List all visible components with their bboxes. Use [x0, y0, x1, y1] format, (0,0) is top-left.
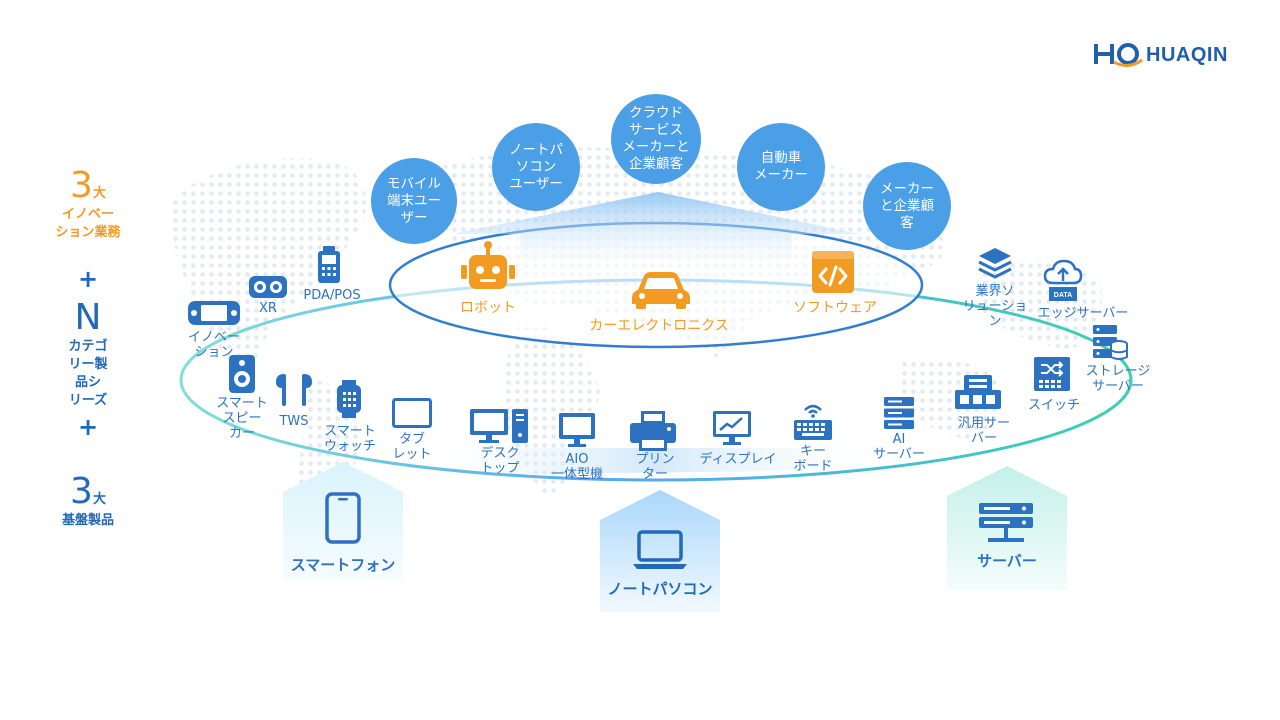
pos-terminal-icon [318, 246, 340, 283]
wireless-keyboard-icon [794, 404, 832, 440]
product-label-keyboard: キー ボード [793, 444, 833, 474]
network-switch-icon [1034, 357, 1070, 391]
base-label-server: サーバー [977, 552, 1037, 570]
plus-sign-2: + [77, 413, 99, 441]
ai-server-icon [884, 397, 914, 429]
category-summary: N カテゴ リー製 品シ リーズ [44, 298, 132, 410]
server-icon [979, 503, 1033, 542]
product-label-ai-server: AI サーバー [873, 432, 925, 462]
huaqin-logo-icon [1094, 43, 1143, 67]
smartwatch-icon [337, 380, 361, 418]
base-label-laptop: ノートパソコン [607, 580, 713, 598]
customer-bubble-enterprise: メーカー と企業顧 客 [863, 162, 951, 250]
laptop-icon [633, 530, 687, 569]
innovation-label: イノベー ション業務 [55, 207, 121, 240]
code-icon [812, 251, 854, 293]
product-label-desktop: デスク トップ [480, 446, 520, 476]
smartphone-icon [325, 492, 361, 544]
storage-server-icon [1093, 325, 1128, 360]
robot-icon [461, 241, 515, 289]
xr-headset-icon [249, 276, 287, 298]
brand-name: HUAQIN [1146, 44, 1228, 66]
base-count: 3 [70, 471, 93, 512]
display-monitor-icon [713, 411, 751, 445]
tablet-icon [392, 398, 432, 428]
house-laptop [600, 490, 720, 612]
category-letter: N [74, 297, 102, 338]
base-label-smartphone: スマートフォン [290, 556, 396, 574]
category-label: カテゴ リー製 品シ リーズ [68, 339, 108, 408]
product-label-switch: スイッチ [1027, 398, 1080, 413]
desktop-icon [470, 409, 528, 443]
tws-earbuds-icon [276, 374, 312, 406]
product-label-printer: プリン ター [635, 452, 675, 482]
innovation-label-car: カーエレクトロニクス [589, 318, 729, 334]
innovation-label-robot: ロボット [460, 300, 516, 316]
smart-speaker-icon [229, 355, 255, 393]
product-label-aio: AIO 一体型機 [550, 452, 603, 482]
upward-arrow [452, 192, 860, 275]
product-label-watch: スマート ウォッチ [323, 424, 376, 454]
innovation-summary: 3大 イノベー ション業務 [44, 166, 132, 242]
layers-solution-icon [978, 248, 1012, 279]
base-label: 基盤製品 [61, 513, 114, 528]
handheld-console-icon [188, 301, 240, 325]
edge-cloud-data-icon: DATA [1043, 259, 1083, 301]
product-label-tablet: タブ レット [392, 432, 432, 462]
product-label-innovation: イノベー ション [187, 330, 240, 360]
product-label-storage: ストレージ サーバー [1085, 364, 1151, 394]
product-label-speaker: スマート スピー カー [216, 396, 268, 441]
data-badge-text: DATA [1054, 292, 1072, 299]
aio-computer-icon [559, 413, 595, 447]
base-unit: 大 [92, 492, 106, 507]
general-server-icon [955, 375, 1001, 409]
product-label-pos: PDA/POS [303, 288, 361, 303]
innovation-count: 3 [70, 165, 93, 206]
customer-bubble-mobile: モバイル 端末ユー ザー [371, 158, 457, 244]
product-label-edge-server: エッジサーバー [1037, 306, 1129, 321]
product-label-xr: XR [259, 301, 277, 316]
car-icon [632, 272, 690, 309]
base-summary: 3大 基盤製品 [44, 472, 132, 530]
house-smartphone [283, 462, 403, 580]
printer-icon [630, 411, 676, 451]
innovation-unit: 大 [92, 186, 106, 201]
innovation-label-software: ソフトウェア [793, 300, 877, 316]
product-label-industry-solution: 業界ソ リューショ ン [962, 284, 1028, 329]
customer-bubble-laptop: ノートパ ソコン ユーザー [492, 123, 580, 211]
product-label-general-server: 汎用サー バー [957, 416, 1010, 446]
product-label-display: ディスプレイ [699, 452, 777, 467]
customer-bubble-auto: 自動車 メーカー [737, 123, 825, 211]
plus-sign-1: + [77, 265, 99, 293]
customer-bubble-cloud: クラウド サービス メーカーと 企業顧客 [611, 94, 701, 184]
product-label-tws: TWS [279, 414, 309, 429]
